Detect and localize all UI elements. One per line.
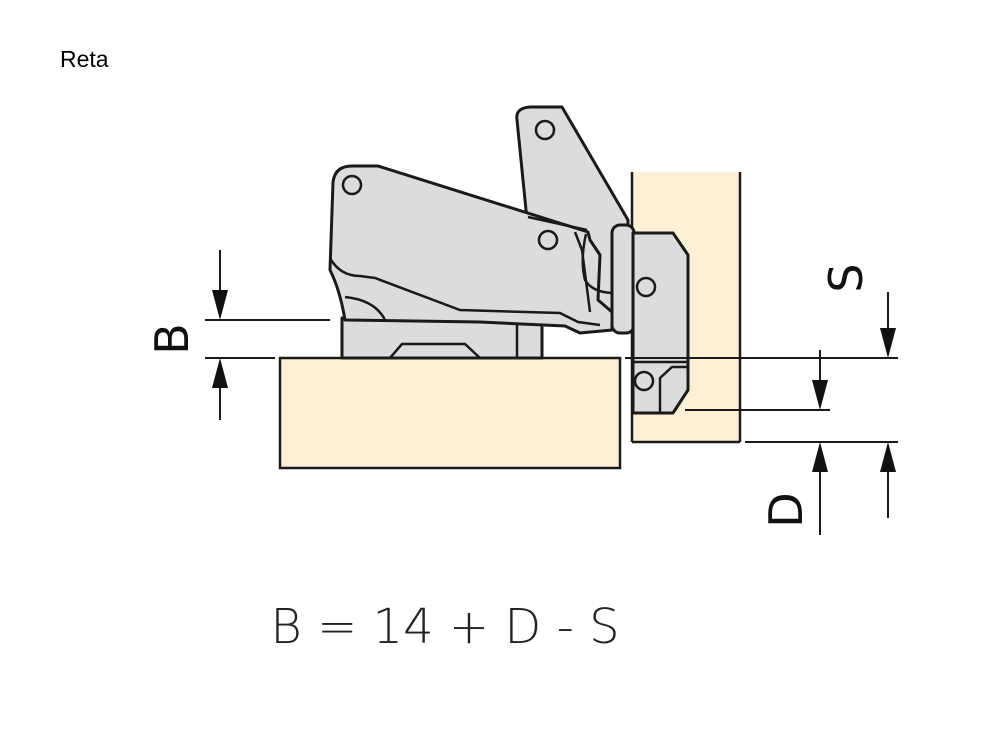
cabinet-side-panel bbox=[278, 356, 622, 470]
pivot-icon bbox=[534, 119, 556, 141]
diagram-title: Reta bbox=[60, 46, 109, 72]
dimension-b: B bbox=[145, 250, 330, 420]
label-s: S bbox=[819, 263, 873, 292]
pivot-icon bbox=[341, 174, 363, 196]
dimension-d: D bbox=[685, 350, 830, 535]
label-d: D bbox=[759, 492, 813, 527]
pivot-icon bbox=[635, 276, 657, 298]
pivot-icon bbox=[537, 229, 559, 251]
label-b: B bbox=[145, 323, 199, 355]
formula: B = 14 + D - S bbox=[270, 599, 619, 655]
dimension-s: S bbox=[625, 263, 898, 518]
pivot-icon bbox=[633, 370, 655, 392]
